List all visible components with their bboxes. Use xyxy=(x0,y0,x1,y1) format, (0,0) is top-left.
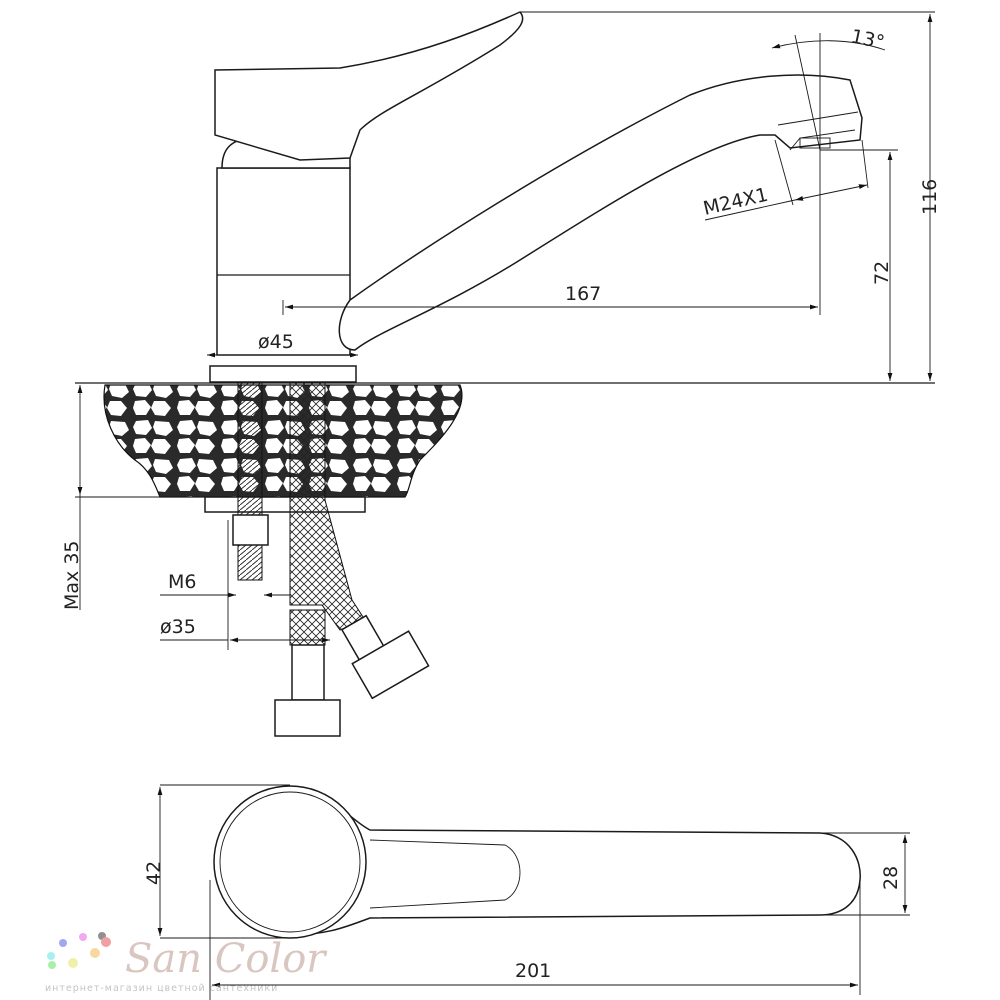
countertop-section xyxy=(103,384,463,498)
dim-angle-arc xyxy=(771,40,886,51)
handle-lever xyxy=(214,11,524,161)
dim-116-label: 116 xyxy=(919,179,941,215)
dim-45-label: ø45 xyxy=(258,331,294,353)
dim-167-label: 167 xyxy=(565,283,601,305)
dim-max35-label: Max 35 xyxy=(61,541,83,611)
dim-angle-label: 13° xyxy=(849,25,887,54)
dim-28-label: 28 xyxy=(880,866,902,890)
threaded-stud xyxy=(237,382,263,581)
logo-tagline: интернет-магазин цветной сантехники xyxy=(45,983,278,994)
stud-nut xyxy=(232,514,269,546)
hose-fitting xyxy=(291,644,325,701)
base-plate xyxy=(209,365,357,383)
dim-72-label: 72 xyxy=(871,261,893,285)
dim-m24-label: M24X1 xyxy=(701,184,770,220)
dim-35-label: ø35 xyxy=(160,616,196,638)
dim-m24-line xyxy=(794,184,868,201)
top-view-head xyxy=(213,785,367,939)
top-view-handle xyxy=(369,839,521,909)
dim-201-label: 201 xyxy=(515,960,551,982)
spout xyxy=(338,74,863,351)
hose-nut-angled xyxy=(351,630,430,700)
dim-m6-label: M6 xyxy=(168,571,196,593)
dim-42-label: 42 xyxy=(143,861,165,885)
sancolor-logo: San Color интернет-магазин цветной санте… xyxy=(45,932,328,994)
top-view-spout xyxy=(289,789,861,936)
svg-text:San Color: San Color xyxy=(125,936,328,982)
aerator xyxy=(799,137,831,149)
faucet-body xyxy=(216,167,351,356)
mounting-plate xyxy=(204,496,366,513)
hose-nut xyxy=(274,699,341,737)
